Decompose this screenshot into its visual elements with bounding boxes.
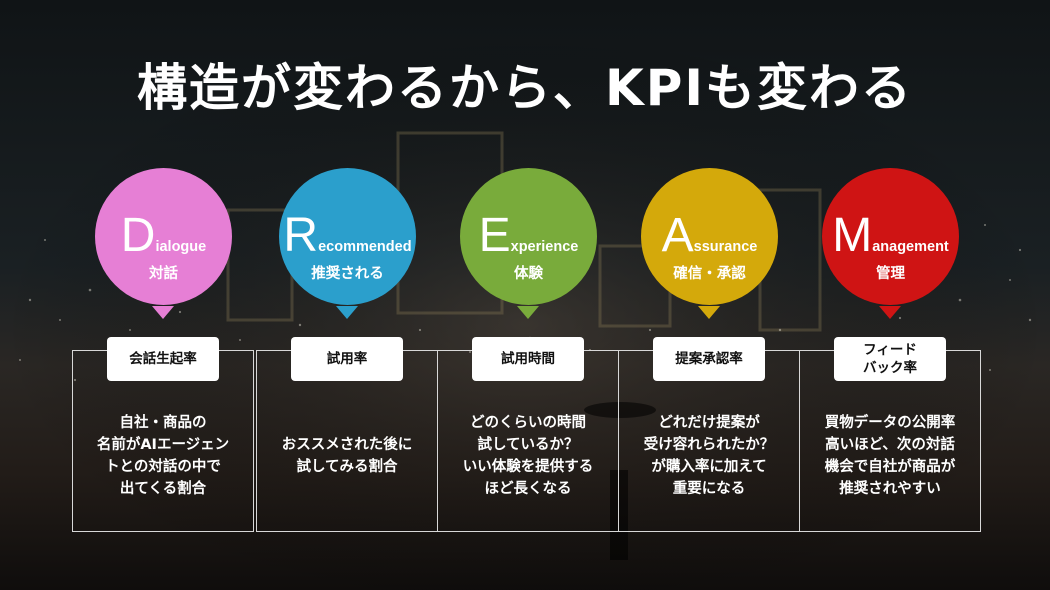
category-japanese: 確信・承認 <box>673 266 746 282</box>
page-title: 構造が変わるから、KPIも変わる <box>137 59 913 117</box>
kpi-label: 会話生起率 <box>107 337 219 381</box>
kpi-label: 提案承認率 <box>653 337 765 381</box>
pointer-triangle <box>517 306 539 319</box>
kpi-description: おススメされた後に 試してみる割合 <box>281 437 413 475</box>
category-rest: ecommended <box>318 239 412 255</box>
category-japanese: 管理 <box>876 266 905 282</box>
kpi-label: 試用率 <box>291 337 403 381</box>
category-rest: ialogue <box>155 239 207 255</box>
pointer-triangle <box>698 306 720 319</box>
category-initial: M <box>832 209 873 262</box>
category-rest: ssurance <box>693 239 758 255</box>
category-initial: D <box>120 209 156 262</box>
pointer-triangle <box>879 306 901 319</box>
kpi-description: 自社・商品の 名前がAIエージェン トとの対話の中で 出てくる割合 <box>96 415 230 497</box>
category-initial: E <box>478 209 511 262</box>
kpi-description: どのくらいの時間 試しているか？ いい体験を提供する ほど長くなる <box>462 415 594 497</box>
category-rest: xperience <box>510 239 579 255</box>
category-initial: R <box>283 209 319 262</box>
kpi-description: 買物データの公開率 高いほど、次の対話 機会で自社が商品が 推奨されやすい <box>824 415 956 497</box>
kpi-label: フィード バック率 <box>834 337 946 381</box>
pointer-triangle <box>152 306 174 319</box>
category-japanese: 対話 <box>149 266 178 282</box>
kpi-label: 試用時間 <box>472 337 584 381</box>
kpi-description: どれだけ提案が 受け容れられたか？ が購入率に加えて 重要になる <box>643 415 775 497</box>
category-rest: anagement <box>872 239 949 255</box>
category-japanese: 体験 <box>514 266 543 282</box>
category-initial: A <box>661 209 694 262</box>
pointer-triangle <box>336 306 358 319</box>
category-japanese: 推奨される <box>311 266 384 282</box>
